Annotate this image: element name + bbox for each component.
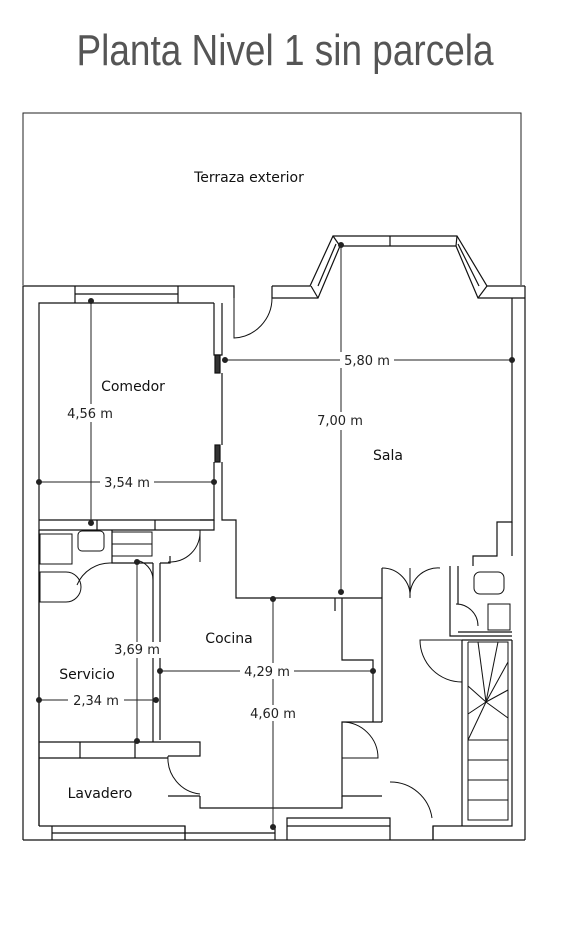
room-label-sala: Sala [373, 448, 403, 464]
plan-title: Planta Nivel 1 sin parcela [76, 26, 494, 75]
room-label-comedor: Comedor [101, 379, 165, 395]
dim-sala-height: 7,00 m [317, 414, 363, 429]
dim-servicio-height: 3,69 m [114, 643, 160, 658]
dim-comedor-height: 4,56 m [67, 407, 113, 422]
dim-sala-width: 5,80 m [344, 354, 390, 369]
room-label-lavadero: Lavadero [68, 786, 133, 802]
dim-cocina-width: 4,29 m [244, 665, 290, 680]
fixtures [39, 530, 511, 631]
dim-comedor-width: 3,54 m [104, 476, 150, 491]
exterior-walls [22, 235, 526, 841]
dimension-label-bg [62, 352, 394, 721]
terrace-outline [22, 112, 522, 285]
room-label-terraza: Terraza exterior [193, 170, 304, 186]
dim-cocina-height: 4,60 m [250, 707, 296, 722]
room-label-servicio: Servicio [59, 667, 115, 683]
doors [76, 297, 463, 819]
room-label-cocina: Cocina [205, 631, 252, 647]
dim-servicio-width: 2,34 m [73, 694, 119, 709]
staircase [467, 641, 509, 821]
